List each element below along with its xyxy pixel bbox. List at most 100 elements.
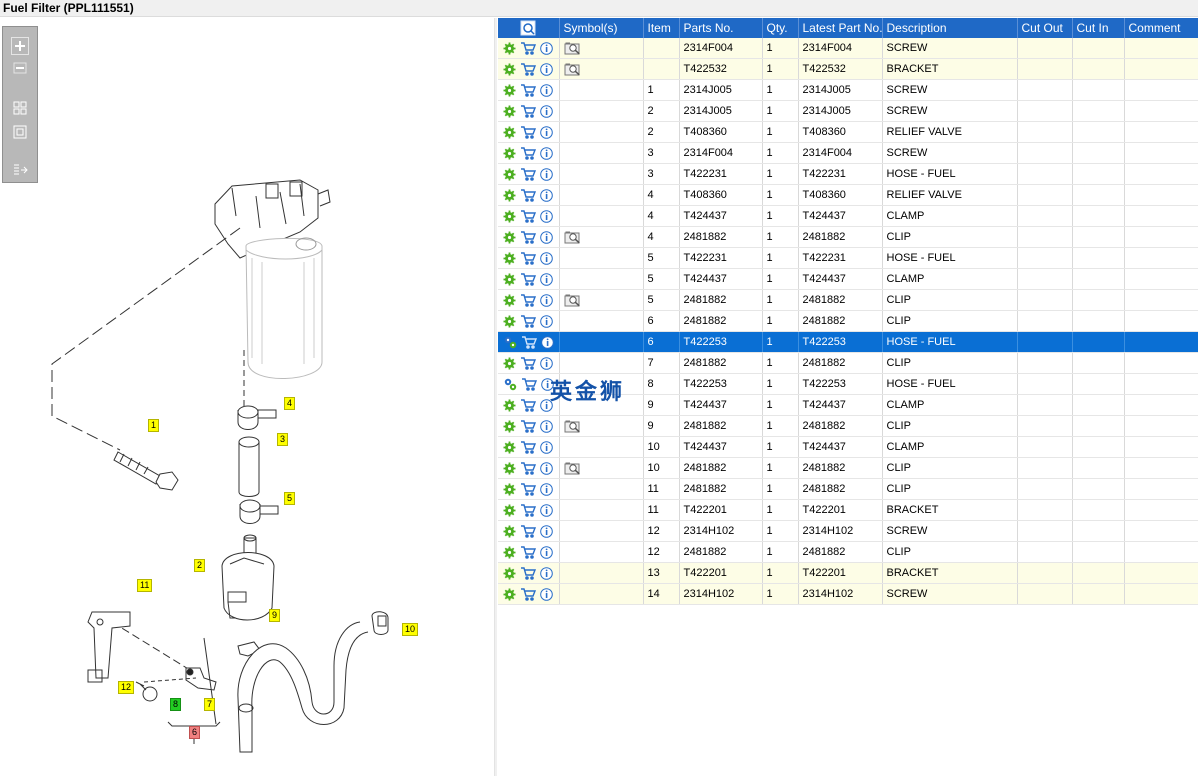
cart-icon[interactable] <box>520 272 536 286</box>
table-row[interactable]: 5 T424437 1 T424437 CLAMP <box>498 268 1198 290</box>
gear-icon[interactable] <box>503 525 516 538</box>
cart-icon[interactable] <box>520 482 536 496</box>
gear-icon[interactable] <box>503 210 516 223</box>
callout-5[interactable]: 5 <box>284 492 296 505</box>
column-header-qty[interactable]: Qty. <box>762 18 799 38</box>
gear-icon[interactable] <box>503 462 516 475</box>
gear-icon[interactable] <box>503 546 516 559</box>
callout-2[interactable]: 2 <box>194 559 206 572</box>
info-icon[interactable] <box>540 188 553 202</box>
info-icon[interactable] <box>540 272 553 286</box>
info-icon[interactable] <box>541 335 554 349</box>
info-icon[interactable] <box>540 524 553 538</box>
info-icon[interactable] <box>540 293 553 307</box>
table-row[interactable]: 5 2481882 1 2481882 CLIP <box>498 289 1198 311</box>
info-icon[interactable] <box>540 566 553 580</box>
drawing-symbol-icon[interactable] <box>564 63 582 76</box>
info-icon[interactable] <box>540 104 553 118</box>
info-icon[interactable] <box>540 587 553 601</box>
info-icon[interactable] <box>540 167 553 181</box>
column-header-description[interactable]: Description <box>882 18 1018 38</box>
info-icon[interactable] <box>540 83 553 97</box>
callout-4[interactable]: 4 <box>284 397 296 410</box>
gear-icon[interactable] <box>503 252 516 265</box>
table-row[interactable]: 13 T422201 1 T422201 BRACKET <box>498 562 1198 584</box>
gear-icon[interactable] <box>503 84 516 97</box>
gear-icon[interactable] <box>503 567 516 580</box>
table-row[interactable]: 11 T422201 1 T422201 BRACKET <box>498 499 1198 521</box>
cart-icon[interactable] <box>520 545 536 559</box>
gear-icon[interactable] <box>503 147 516 160</box>
callout-7[interactable]: 7 <box>204 698 216 711</box>
gear-icon[interactable] <box>503 441 516 454</box>
cart-icon[interactable] <box>520 167 536 181</box>
column-header-parts-no[interactable]: Parts No. <box>679 18 763 38</box>
table-row[interactable]: 8 T422253 1 T422253 HOSE - FUEL <box>498 373 1198 395</box>
cart-icon[interactable] <box>520 251 536 265</box>
gear-icon[interactable] <box>503 294 516 307</box>
gear-icon[interactable] <box>503 231 516 244</box>
cart-icon[interactable] <box>520 146 536 160</box>
table-row[interactable]: 4 T424437 1 T424437 CLAMP <box>498 205 1198 227</box>
cart-icon[interactable] <box>520 524 536 538</box>
table-row[interactable]: 11 2481882 1 2481882 CLIP <box>498 478 1198 500</box>
table-row[interactable]: 12 2314H102 1 2314H102 SCREW <box>498 520 1198 542</box>
table-row[interactable]: 4 2481882 1 2481882 CLIP <box>498 226 1198 248</box>
cart-icon[interactable] <box>520 41 536 55</box>
cart-icon[interactable] <box>521 335 537 349</box>
table-row[interactable]: 9 2481882 1 2481882 CLIP <box>498 415 1198 437</box>
cart-icon[interactable] <box>520 230 536 244</box>
cart-icon[interactable] <box>520 398 536 412</box>
table-row[interactable]: 2 2314J005 1 2314J005 SCREW <box>498 100 1198 122</box>
gear-icon[interactable] <box>503 168 516 181</box>
info-icon[interactable] <box>541 377 554 391</box>
cart-icon[interactable] <box>520 188 536 202</box>
info-icon[interactable] <box>540 209 553 223</box>
table-row[interactable]: 3 2314F004 1 2314F004 SCREW <box>498 142 1198 164</box>
cart-icon[interactable] <box>520 356 536 370</box>
table-row[interactable]: 3 T422231 1 T422231 HOSE - FUEL <box>498 163 1198 185</box>
export-button[interactable] <box>11 161 29 179</box>
column-header-cut-out[interactable]: Cut Out <box>1017 18 1073 38</box>
zoom-out-button[interactable] <box>11 59 29 77</box>
info-icon[interactable] <box>540 398 553 412</box>
table-row[interactable]: 14 2314H102 1 2314H102 SCREW <box>498 583 1198 605</box>
gear-icon[interactable] <box>503 126 516 139</box>
gear-icon[interactable] <box>503 357 516 370</box>
cart-icon[interactable] <box>521 377 537 391</box>
gear-icon[interactable] <box>503 273 516 286</box>
drawing-symbol-icon[interactable] <box>564 231 582 244</box>
cart-icon[interactable] <box>520 314 536 328</box>
callout-3[interactable]: 3 <box>277 433 289 446</box>
callout-8[interactable]: 8 <box>170 698 182 711</box>
group-gear-icon[interactable] <box>503 335 517 349</box>
info-icon[interactable] <box>540 503 553 517</box>
cart-icon[interactable] <box>520 62 536 76</box>
gear-icon[interactable] <box>503 63 516 76</box>
info-icon[interactable] <box>540 419 553 433</box>
cart-icon[interactable] <box>520 293 536 307</box>
drawing-symbol-icon[interactable] <box>564 420 582 433</box>
table-row[interactable]: 1 2314J005 1 2314J005 SCREW <box>498 79 1198 101</box>
table-row[interactable]: 2314F004 1 2314F004 SCREW <box>498 38 1198 59</box>
info-icon[interactable] <box>540 461 553 475</box>
info-icon[interactable] <box>540 440 553 454</box>
gear-icon[interactable] <box>503 588 516 601</box>
table-row[interactable]: 10 2481882 1 2481882 CLIP <box>498 457 1198 479</box>
callout-12[interactable]: 12 <box>118 681 135 694</box>
gear-icon[interactable] <box>503 189 516 202</box>
gear-icon[interactable] <box>503 42 516 55</box>
table-row[interactable]: 6 T422253 1 T422253 HOSE - FUEL <box>498 331 1198 353</box>
callout-11[interactable]: 11 <box>137 579 153 592</box>
table-row[interactable]: 9 T424437 1 T424437 CLAMP <box>498 394 1198 416</box>
table-row[interactable]: 2 T408360 1 T408360 RELIEF VALVE <box>498 121 1198 143</box>
column-header-cut-in[interactable]: Cut In <box>1072 18 1125 38</box>
column-header-symbols[interactable]: Symbol(s) <box>559 18 644 38</box>
table-row[interactable]: T422532 1 T422532 BRACKET <box>498 58 1198 80</box>
zoom-in-button[interactable] <box>11 37 29 55</box>
gear-icon[interactable] <box>503 315 516 328</box>
info-icon[interactable] <box>540 62 553 76</box>
group-gear-icon[interactable] <box>503 377 517 391</box>
gear-icon[interactable] <box>503 483 516 496</box>
gear-icon[interactable] <box>503 504 516 517</box>
